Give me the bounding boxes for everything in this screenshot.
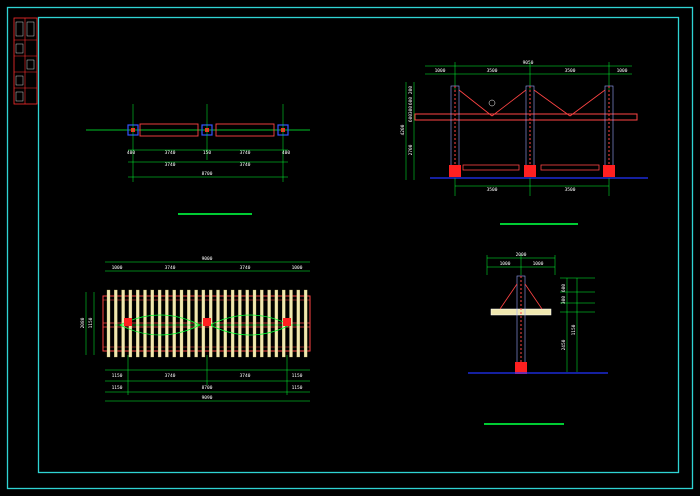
dim-label: 3740 [165,373,176,379]
dim-label: 600 [408,114,414,122]
column-plan [124,318,291,326]
roof-slat [223,289,227,358]
dim-label: 1150 [292,385,303,391]
dim-label: 300 [561,296,567,304]
dim-label: 3740 [165,265,176,271]
dim-label: 3500 [565,68,576,74]
bracing [458,89,606,117]
light-fixture [488,99,496,107]
dim-label: 300 [408,106,414,114]
roof-slat [150,289,154,358]
roof-slat [187,289,191,358]
dim-label: 3740 [240,265,251,271]
dim-label: 8700 [202,385,213,391]
column [449,85,615,177]
roof-slat [216,289,220,358]
roof-slat [179,289,184,358]
bench [540,164,600,171]
dim-label: 3500 [487,68,498,74]
inner-border [37,16,680,474]
dim-label: 400 [282,150,290,156]
dim-label: 9000 [202,256,213,262]
dim-label: 3740 [165,162,176,168]
outer-border [6,6,694,490]
dim-label: 3500 [565,187,576,193]
dim-label: 1000 [435,68,446,74]
dim-label: 1000 [292,265,303,271]
dim-label: 600 [561,284,567,292]
plan-view-bottom: 9000 1000 3740 3740 1000 2080 1150 [80,256,311,402]
roof-slat [106,289,111,358]
dim-label: 3740 [240,150,251,156]
dim-label: 8700 [202,171,213,177]
dim-label: 9090 [202,395,213,401]
dim-label: 600 [408,97,414,105]
dim-label: 200 [408,86,414,94]
elevation-side-view: 2000 1000 1000 600 300 1150 2450 [468,252,608,425]
column-base [515,362,527,374]
roof-slat [230,289,235,358]
roof-slat [238,289,242,358]
dim-label: 2450 [561,339,567,350]
plan-view-top: 400 3740 150 3740 400 3740 3740 8700 [86,104,310,215]
elevation-front-view: 9050 1000 3500 3500 1000 200 600 300 600… [400,60,648,225]
roof-slat [245,289,249,358]
vertical-dim-labels: 200 600 300 600 2700 4200 [400,86,414,156]
dim-label: 1150 [112,373,123,379]
dim-label: 1150 [292,373,303,379]
dim-label: 3740 [165,150,176,156]
roof-outline [102,295,311,352]
bench [462,164,520,171]
roof-slat [143,289,147,358]
dim-label: 9050 [523,60,534,66]
roof-slat [267,289,271,358]
roof-slat [260,289,264,358]
roof-slat [303,289,308,358]
roof-slat [172,289,176,358]
roof-slat [165,289,169,358]
dim-label: 150 [203,150,211,156]
dim-label: 2080 [80,317,86,328]
dim-label: 1150 [112,385,123,391]
dim-label: 1150 [571,324,577,335]
dim-label: 1000 [500,261,511,267]
title-block [13,17,38,105]
roof-slat [274,289,279,358]
dim-label: 3740 [240,373,251,379]
dim-label: 1000 [112,265,123,271]
dim-label: 3500 [487,187,498,193]
roof-slat [157,289,162,358]
bracing [499,283,543,310]
dim-label: 1000 [617,68,628,74]
roof-slat [114,289,118,358]
dim-label: 2700 [408,144,414,155]
dim-label: 400 [127,150,135,156]
dim-label: 1000 [533,261,544,267]
dim-label: 4200 [400,124,406,135]
roof-slat [252,289,257,358]
dim-label: 3740 [240,162,251,168]
roof-slat [136,289,140,358]
roof-slat [296,289,300,358]
dim-label: 1150 [88,317,94,328]
